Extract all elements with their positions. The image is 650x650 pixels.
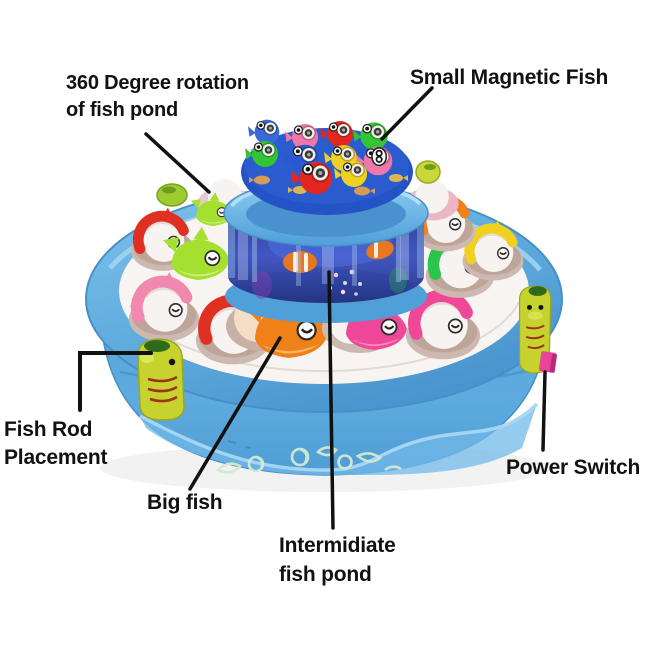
rod-holder-top-right	[415, 160, 441, 184]
top-fish-pond	[223, 119, 429, 247]
base-wave-decoration	[215, 446, 402, 474]
fish-rod-holder-left	[137, 338, 185, 421]
label-intermediate-line1: Intermidiate	[279, 534, 396, 557]
small-fish-blue	[247, 119, 280, 145]
label-fish-rod-line1: Fish Rod	[4, 418, 93, 441]
power-switch-callout-line	[541, 370, 547, 452]
label-360-rotation-line2: of fish pond	[66, 99, 179, 121]
label-power-switch: Power Switch	[506, 456, 641, 479]
aquarium-art	[252, 240, 407, 299]
label-fish-rod-line2: Placement	[4, 446, 108, 469]
label-big-fish: Big fish	[147, 491, 223, 514]
label-360-rotation: 360 Degree rotation of fish pond	[66, 70, 249, 124]
rod-holder-top-left	[156, 183, 188, 207]
label-fish-rod-placement: Fish Rod Placement	[4, 416, 107, 472]
callout-lines	[78, 86, 547, 530]
fish-rod-callout-line	[78, 351, 153, 412]
label-intermediate-line2: fish pond	[279, 563, 372, 586]
intermediate-pond-callout-line	[327, 270, 335, 530]
label-360-rotation-line1: 360 Degree rotation	[66, 72, 249, 94]
label-intermediate-fish-pond: Intermidiate fish pond	[279, 531, 396, 589]
small-magnetic-fish-callout-line	[380, 86, 434, 141]
power-switch	[538, 351, 557, 373]
label-small-magnetic-fish: Small Magnetic Fish	[410, 66, 609, 89]
small-magnetic-fish-group	[244, 119, 393, 195]
small-fish-pink-eight-eyes	[355, 146, 393, 176]
rotation-callout-line	[144, 132, 211, 194]
big-fish-callout-line	[188, 336, 282, 491]
